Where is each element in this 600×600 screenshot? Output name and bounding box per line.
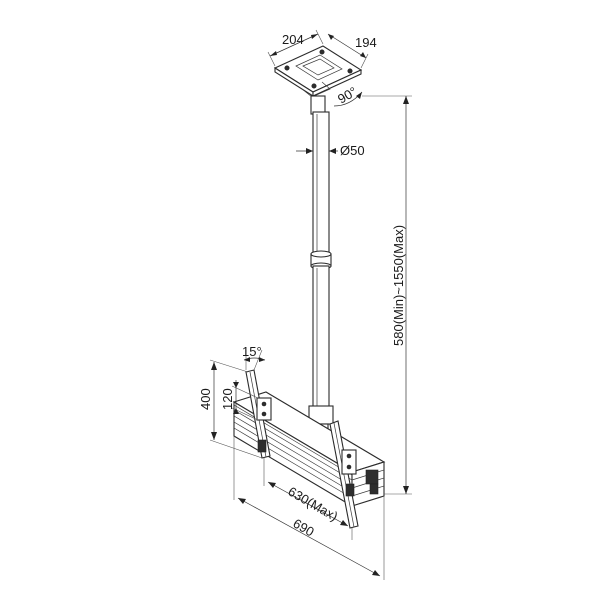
dim-120-label: 120	[220, 388, 235, 410]
dimension-plate-width	[327, 33, 369, 69]
left-tv-arm	[245, 369, 272, 459]
dimension-drop-range	[362, 95, 412, 495]
tilt-label: 15°	[242, 344, 262, 359]
dimension-arm-width	[263, 458, 353, 540]
dimension-plate-depth	[267, 29, 324, 67]
dimension-rail-width	[233, 436, 385, 580]
drop-range-label: 580(Min)~1550(Max)	[391, 225, 406, 346]
pole	[308, 111, 334, 435]
dim-194-label: 194	[355, 35, 377, 50]
dim-pole-label: Ø50	[340, 143, 365, 158]
dimension-arm-spacing	[231, 380, 259, 421]
rotation-label: 90°	[335, 84, 360, 107]
dim-400-label: 400	[198, 388, 213, 410]
dim-690-label: 690	[291, 516, 317, 540]
rotation-arc	[333, 91, 363, 107]
dimension-pole-diameter	[296, 148, 338, 154]
right-tv-arm	[329, 420, 359, 529]
dimension-bracket-height	[209, 359, 263, 459]
dimension-tilt	[243, 349, 266, 371]
dim-204-label: 204	[282, 32, 304, 47]
ceiling-plate	[273, 45, 363, 115]
